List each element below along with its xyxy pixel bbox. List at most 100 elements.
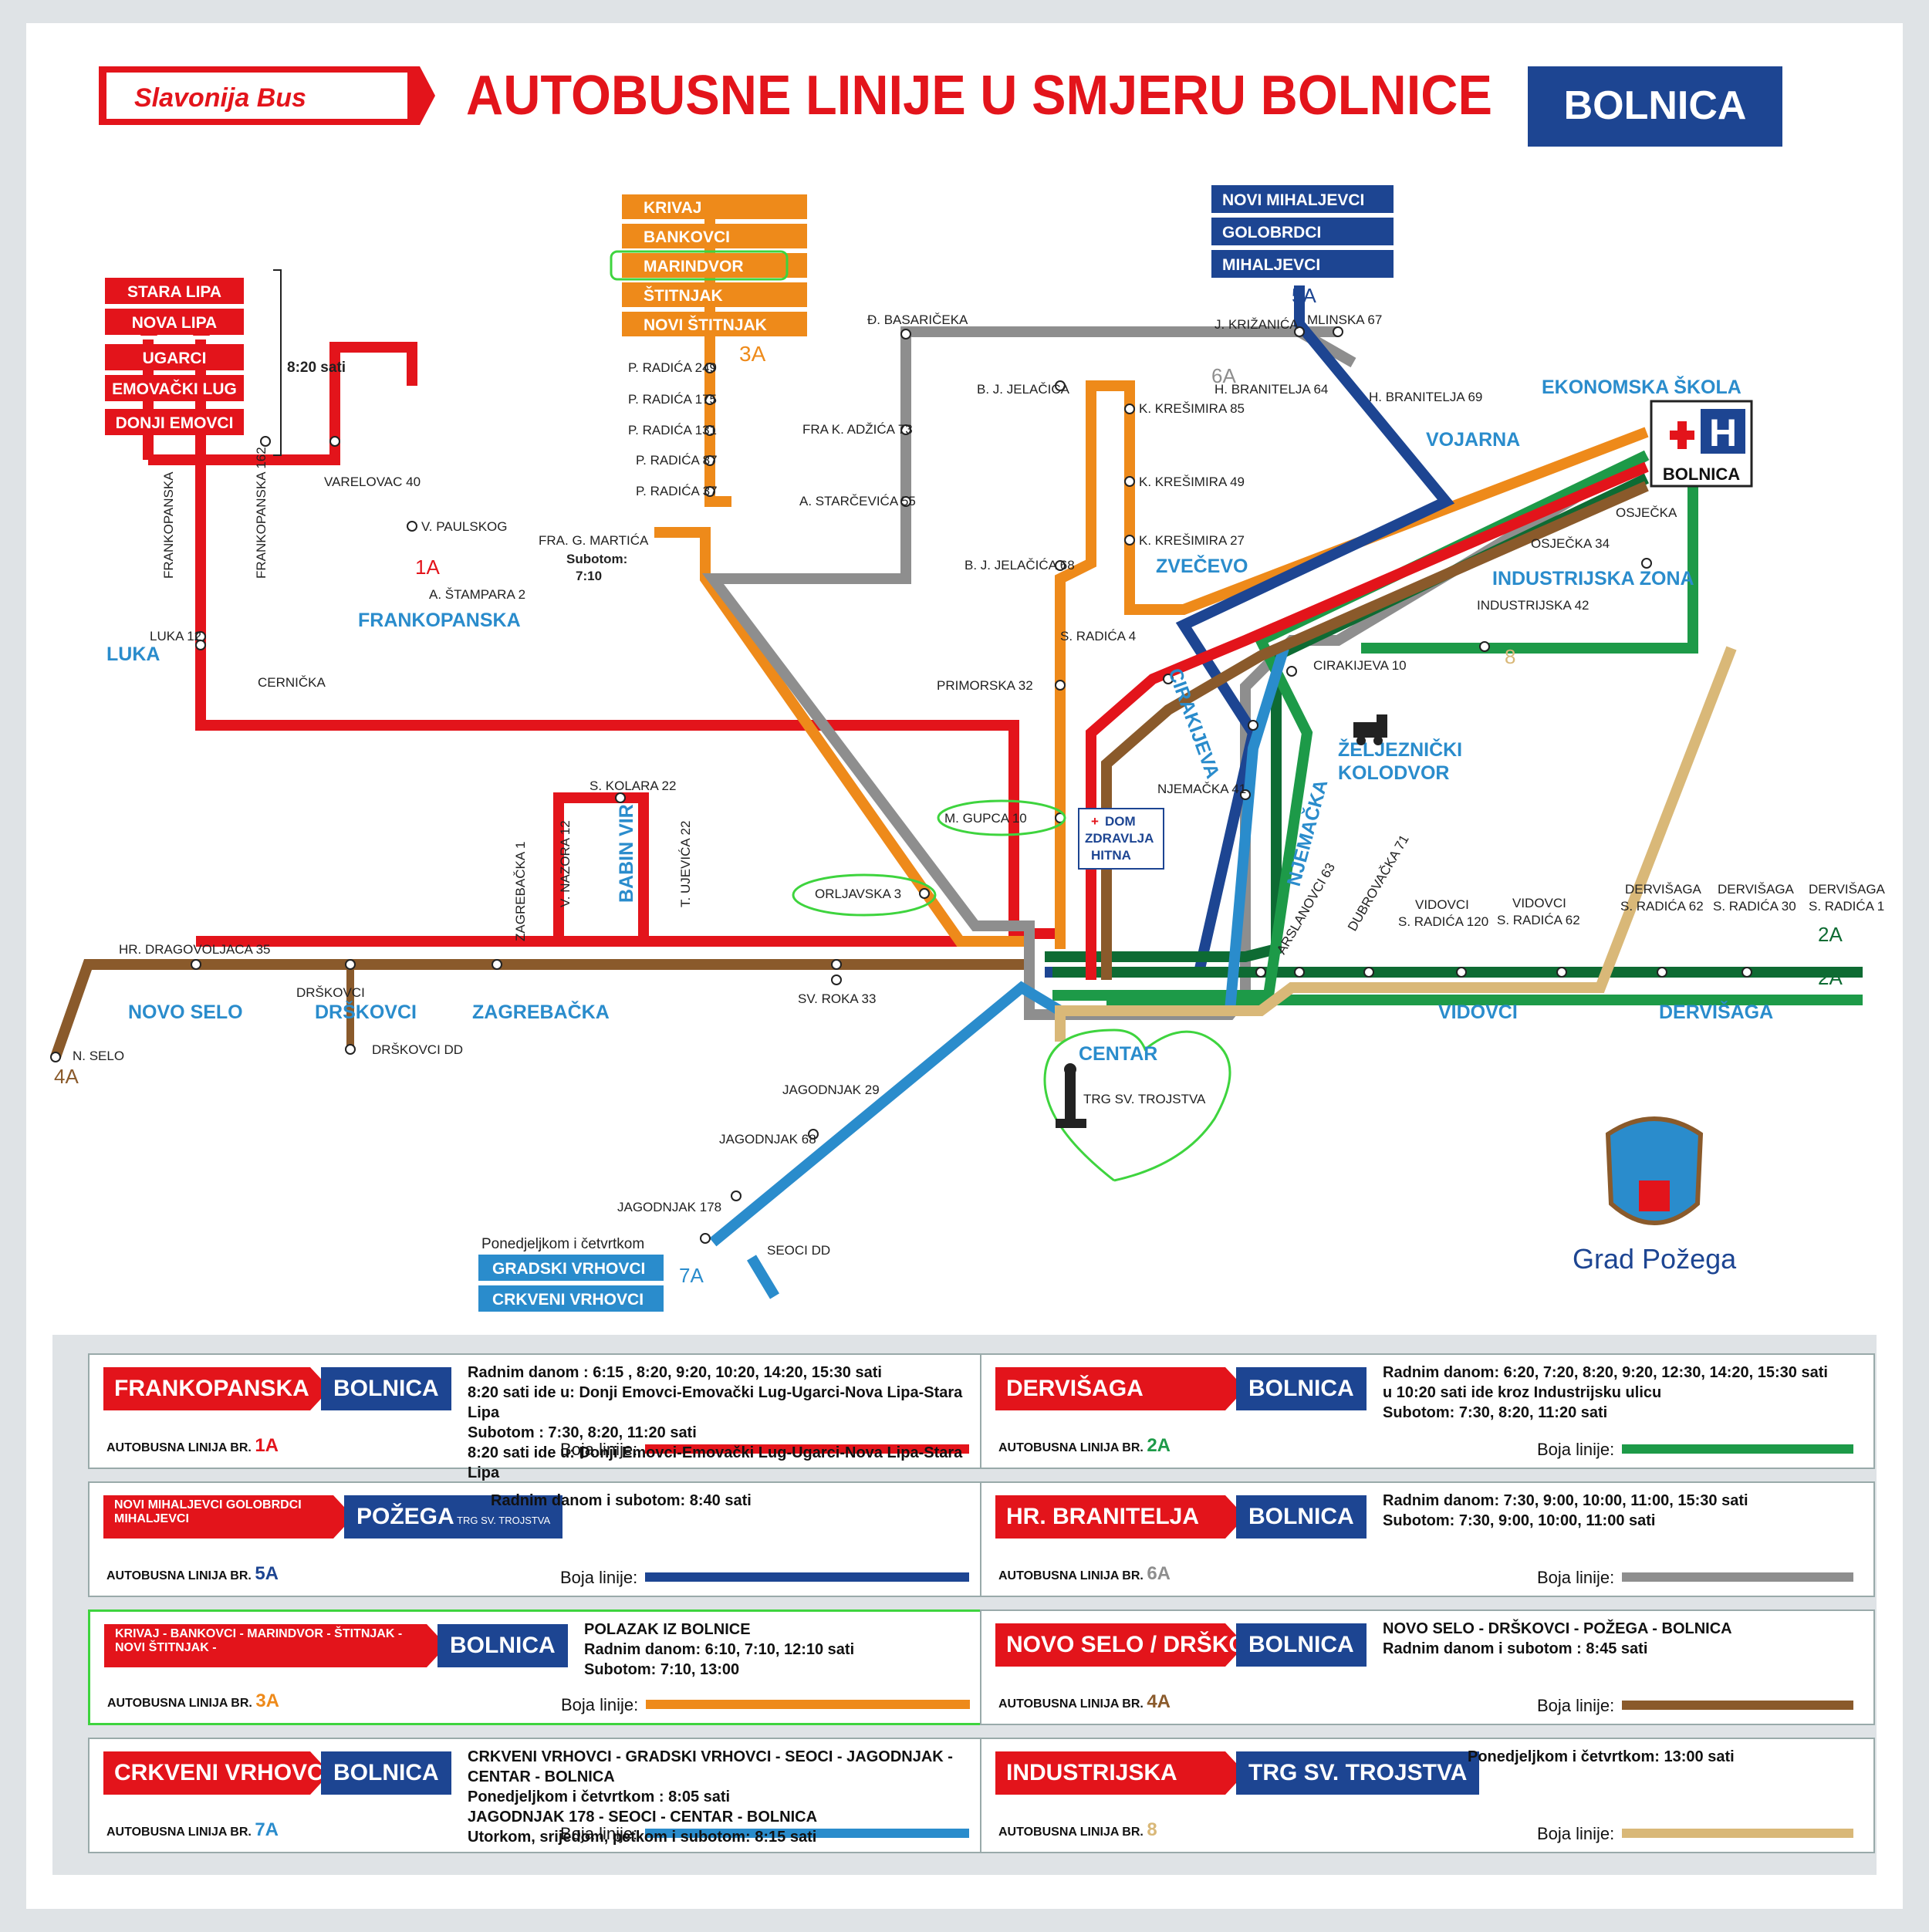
svg-text:SEOCI DD: SEOCI DD	[767, 1243, 830, 1258]
stop-ugarci: UGARCI	[143, 350, 207, 367]
svg-text:V. NAZORA 12: V. NAZORA 12	[558, 820, 573, 907]
svg-text:FRANKOPANSKA: FRANKOPANSKA	[161, 471, 176, 579]
svg-text:K. KREŠIMIRA 27: K. KREŠIMIRA 27	[1139, 533, 1245, 548]
svg-text:ZDRAVLJA: ZDRAVLJA	[1085, 831, 1154, 846]
stop-novi-mihaljevci: NOVI MIHALJEVCI	[1222, 191, 1364, 209]
stop-marindvor: MARINDVOR	[644, 258, 744, 275]
highlight-centar	[1043, 1028, 1231, 1182]
svg-text:M. GUPCA 10: M. GUPCA 10	[944, 811, 1027, 826]
svg-text:HR. DRAGOVOLJACA 35: HR. DRAGOVOLJACA 35	[119, 942, 271, 957]
svg-text:CIRAKIJEVA 10: CIRAKIJEVA 10	[1313, 658, 1407, 673]
svg-text:Subotom:: Subotom:	[566, 552, 627, 566]
route-8-line	[1055, 646, 1737, 1042]
route-1a-babinvir	[553, 792, 649, 941]
svg-text:4A: 4A	[54, 1065, 79, 1088]
stop-gradski-vrhovci: GRADSKI VRHOVCI	[492, 1260, 645, 1278]
svg-text:T. UJEVIĆA 22: T. UJEVIĆA 22	[678, 821, 693, 907]
svg-text:VOJARNA: VOJARNA	[1426, 429, 1520, 451]
route-3a-stops-box: KRIVAJ BANKOVCI MARINDVOR ŠTITNJAK NOVI …	[610, 194, 807, 366]
highlight-orljavska	[792, 873, 937, 917]
health-center-box: + DOM ZDRAVLJA HITNA	[1078, 808, 1164, 870]
svg-text:A. STARČEVIĆA 55: A. STARČEVIĆA 55	[799, 494, 916, 508]
stop-golobrdci: GOLOBRDCI	[1222, 224, 1321, 242]
svg-text:MLINSKA 67: MLINSKA 67	[1307, 312, 1382, 327]
svg-text:N. SELO: N. SELO	[73, 1049, 124, 1063]
svg-text:S. RADIĆA 30: S. RADIĆA 30	[1713, 899, 1796, 914]
svg-text:KOLODVOR: KOLODVOR	[1338, 762, 1449, 784]
stop-emovacki-lug: EMOVAČKI LUG	[112, 380, 237, 398]
coat-of-arms-icon	[1605, 1116, 1704, 1225]
svg-text:BABIN VIR: BABIN VIR	[616, 804, 637, 903]
svg-text:JAGODNJAK 29: JAGODNJAK 29	[782, 1083, 880, 1097]
bolnica-badge-text: BOLNICA	[1564, 83, 1747, 128]
svg-text:K. KREŠIMIRA 85: K. KREŠIMIRA 85	[1139, 401, 1245, 416]
svg-text:ORLJAVSKA 3: ORLJAVSKA 3	[815, 887, 901, 901]
logo-text: Slavonija Bus	[134, 83, 306, 113]
svg-text:VARELOVAC 40: VARELOVAC 40	[324, 475, 421, 489]
svg-text:8: 8	[1505, 645, 1515, 668]
city-name: Grad Požega	[1573, 1243, 1737, 1275]
train-icon	[1353, 714, 1387, 745]
route-1a-time: 8:20 sati	[287, 360, 346, 376]
page-title: AUTOBUSNE LINIJE U SMJERU BOLNICE	[466, 65, 1492, 127]
svg-text:DERVIŠAGA: DERVIŠAGA	[1659, 1000, 1773, 1023]
route-3a-line	[654, 216, 1649, 949]
svg-text:FRA. G. MARTIĆA: FRA. G. MARTIĆA	[539, 533, 649, 548]
route-1a-stops-box: STARA LIPA NOVA LIPA UGARCI EMOVAČKI LUG…	[105, 269, 346, 456]
route-7a-label: 7A	[679, 1264, 704, 1287]
svg-text:DRŠKOVCI: DRŠKOVCI	[296, 985, 365, 1000]
svg-text:CERNIČKA: CERNIČKA	[258, 675, 326, 690]
svg-text:P. RADIĆA 87: P. RADIĆA 87	[636, 453, 718, 468]
svg-text:DRŠKOVCI: DRŠKOVCI	[315, 1000, 417, 1023]
svg-text:+: +	[1091, 814, 1099, 829]
route-7a-note: Ponedjeljkom i četvrtkom	[481, 1236, 644, 1252]
stop-stara-lipa: STARA LIPA	[127, 283, 221, 301]
legend-panel	[52, 1335, 1877, 1875]
svg-text:S. KOLARA 22: S. KOLARA 22	[590, 779, 676, 793]
svg-text:ZAGREBAČKA: ZAGREBAČKA	[472, 1000, 610, 1023]
svg-text:CENTAR: CENTAR	[1079, 1043, 1157, 1065]
stop-mihaljevci: MIHALJEVCI	[1222, 256, 1320, 274]
svg-text:DERVIŠAGA: DERVIŠAGA	[1809, 882, 1886, 897]
svg-text:S. RADIĆA 62: S. RADIĆA 62	[1620, 899, 1704, 914]
svg-text:V. PAULSKOG: V. PAULSKOG	[421, 519, 508, 534]
stop-nova-lipa: NOVA LIPA	[132, 314, 217, 332]
svg-text:B. J. JELAČIĆA: B. J. JELAČIĆA	[977, 382, 1070, 397]
svg-text:JAGODNJAK 68: JAGODNJAK 68	[719, 1132, 816, 1147]
stop-donji-emovci: DONJI EMOVCI	[116, 414, 234, 432]
svg-text:2A: 2A	[1818, 923, 1843, 946]
svg-text:A. ŠTAMPARA 2: A. ŠTAMPARA 2	[429, 587, 525, 602]
stop-labels: Đ. BASARIČEKA J. KRIŽANIĆA MLINSKA 67 P.…	[73, 312, 1886, 1258]
svg-text:H: H	[1709, 411, 1737, 454]
svg-text:LUKA: LUKA	[106, 643, 160, 665]
highlight-mgupca	[937, 799, 1066, 836]
route-5a-stops-box: NOVI MIHALJEVCI GOLOBRDCI MIHALJEVCI 5A	[1211, 185, 1394, 307]
hospital-label: BOLNICA	[1663, 464, 1740, 484]
svg-text:VIDOVCI: VIDOVCI	[1512, 896, 1566, 910]
stop-novi-stitnjak: NOVI ŠTITNJAK	[644, 316, 767, 334]
hospital-sign: H BOLNICA	[1650, 400, 1753, 488]
svg-text:FRANKOPANSKA 162: FRANKOPANSKA 162	[254, 447, 269, 579]
route-4a-line	[50, 959, 1029, 1059]
route-5a-label: 5A	[1292, 284, 1316, 307]
svg-text:DRŠKOVCI DD: DRŠKOVCI DD	[372, 1042, 463, 1057]
svg-text:FRANKOPANSKA: FRANKOPANSKA	[358, 610, 521, 631]
svg-text:DERVIŠAGA: DERVIŠAGA	[1718, 882, 1795, 897]
svg-text:P. RADIĆA 249: P. RADIĆA 249	[628, 360, 717, 375]
svg-text:B. J. JELAČIĆA 68: B. J. JELAČIĆA 68	[964, 558, 1075, 573]
svg-text:TRG SV. TROJSTVA: TRG SV. TROJSTVA	[1083, 1092, 1206, 1106]
svg-text:1A: 1A	[415, 556, 440, 579]
svg-text:6A: 6A	[1211, 364, 1236, 387]
svg-text:VIDOVCI: VIDOVCI	[1415, 897, 1469, 912]
stop-stitnjak: ŠTITNJAK	[644, 286, 723, 305]
svg-text:INDUSTRIJSKA ZONA: INDUSTRIJSKA ZONA	[1492, 568, 1694, 589]
stop-bankovci: BANKOVCI	[644, 228, 730, 246]
svg-text:S. RADIĆA 120: S. RADIĆA 120	[1398, 914, 1488, 929]
logo-sign: Slavonija Bus	[99, 66, 435, 125]
svg-text:HITNA: HITNA	[1091, 848, 1131, 863]
svg-text:ZVEČEVO: ZVEČEVO	[1156, 554, 1248, 577]
svg-text:H. BRANITELJA 69: H. BRANITELJA 69	[1369, 390, 1482, 404]
transit-map: Slavonija Bus AUTOBUSNE LINIJE U SMJERU …	[50, 65, 1886, 1875]
map-board: Slavonija Bus AUTOBUSNE LINIJE U SMJERU …	[26, 23, 1903, 1909]
svg-text:INDUSTRIJSKA 42: INDUSTRIJSKA 42	[1477, 598, 1589, 613]
